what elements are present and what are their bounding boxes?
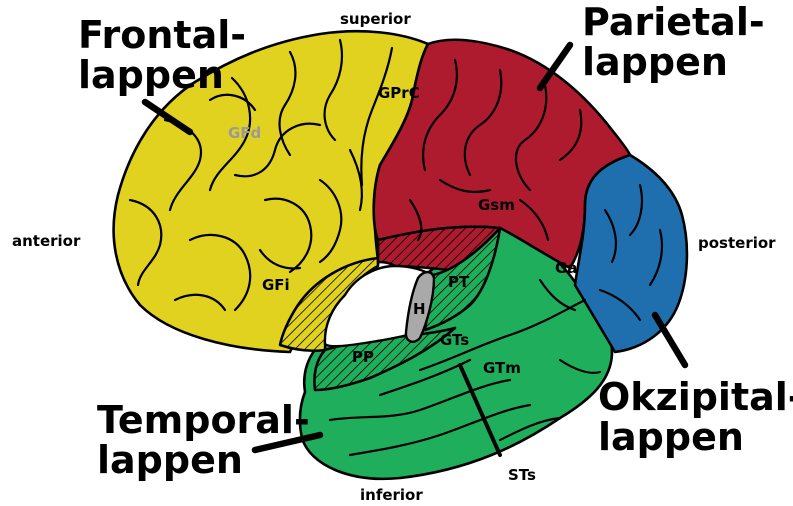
region-gtm: GTm [483,359,521,377]
region-gfi: GFi [262,276,290,294]
region-sts: STs [508,466,536,484]
region-gts: GTs [440,331,469,349]
frontal-label-line2: lappen [78,53,224,97]
parietal-label-line1: Parietal- [582,0,765,44]
direction-posterior: posterior [698,234,776,252]
direction-superior: superior [340,10,411,28]
temporal-label-line2: lappen [97,438,243,482]
direction-inferior: inferior [360,486,423,504]
parietal-label-line2: lappen [582,40,728,84]
region-gsm: Gsm [478,196,515,214]
region-pt: PT [448,273,470,291]
region-pp: PP [352,348,374,366]
occipital-pointer [655,315,685,365]
frontal-label-line1: Frontal- [78,13,246,57]
region-gfd: GFd [228,124,261,142]
region-ga: Ga [555,259,577,277]
temporal-label-line1: Temporal- [97,398,310,442]
occipital-label-line1: Okzipital- [598,375,793,419]
occipital-label-line2: lappen [598,415,744,459]
region-gprc: GPrC [378,84,420,102]
region-h: H [413,300,426,318]
direction-anterior: anterior [12,232,81,250]
